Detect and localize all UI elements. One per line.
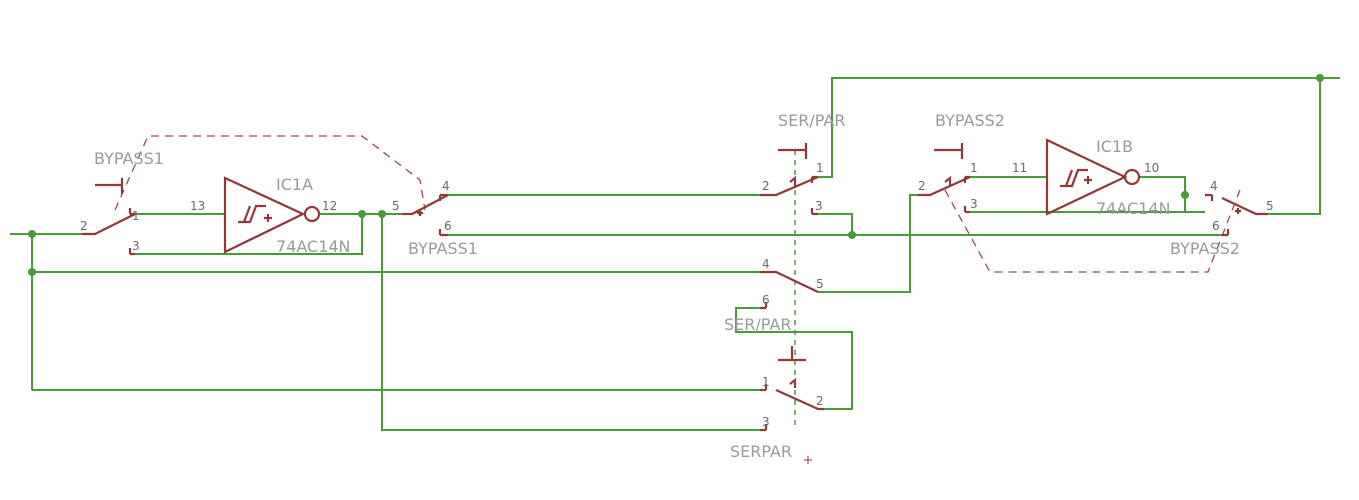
pin-label: 13 (190, 199, 205, 213)
serpar-bottom-label: SERPAR (730, 442, 792, 461)
wire-bp1-pin3-loop (135, 214, 363, 255)
pin-label: 11 (1012, 161, 1027, 175)
pin-label: 3 (815, 199, 823, 213)
bypass1-switch-a (82, 178, 136, 256)
pin-label: 2 (816, 394, 824, 408)
wire-bp2-pin5-up (1268, 78, 1321, 215)
pin-label: 1 (816, 161, 824, 175)
serpar-top-label: SER/PAR (778, 111, 845, 130)
pin-label: 6 (762, 293, 770, 307)
pin-label: 3 (762, 415, 770, 429)
pin-label: 12 (322, 199, 337, 213)
wires (10, 77, 1340, 431)
pin-label: 2 (762, 179, 770, 193)
pin-label: 6 (444, 219, 452, 233)
pin-label: 3 (132, 239, 140, 253)
serpar-mid-label: SER/PAR (724, 315, 791, 334)
wire-ic1b-out (1140, 176, 1186, 212)
bypass2-switch-a (918, 143, 971, 214)
wire-serpar-pin3 (818, 213, 853, 235)
bypass1-bottom-label: BYPASS1 (408, 239, 478, 258)
junction-dot (848, 231, 856, 239)
bypass2-top-label: BYPASS2 (935, 111, 1005, 130)
wire-serpar-pin6-loop (735, 307, 853, 410)
junctions (28, 74, 1324, 276)
ic1a-part-label: 74AC14N (276, 237, 351, 256)
junction-dot (28, 230, 36, 238)
serpar-switch-middle (760, 270, 819, 310)
pin-label: 2 (918, 179, 926, 193)
serpar-switch-top (760, 143, 819, 216)
wire-serpar-pin5 (818, 194, 918, 293)
pin-label: 4 (1210, 179, 1218, 193)
pin-label: 1 (970, 161, 978, 175)
bypass2-bottom-label: BYPASS2 (1170, 239, 1240, 258)
bypass1-switch-b (402, 193, 449, 237)
ic1b-inverter-symbol (1045, 138, 1141, 216)
ic1a-label: IC1A (276, 175, 313, 194)
pin-label: 5 (816, 277, 824, 291)
ic1a-inverter-symbol (223, 176, 321, 254)
pin-label: 1 (762, 375, 770, 389)
bypass2-link (944, 189, 1241, 273)
pin-label: 3 (970, 197, 978, 211)
pin-label: 4 (762, 257, 770, 271)
wire-vertical-382 (381, 214, 760, 431)
pin-label: 2 (80, 219, 88, 233)
pin-label: 5 (1266, 199, 1274, 213)
junction-dot (28, 268, 36, 276)
pin-label: 4 (442, 179, 450, 193)
junction-dot (1181, 191, 1189, 199)
pin-label: 10 (1144, 161, 1159, 175)
bypass2-switch-b (1205, 193, 1268, 237)
junction-dot (378, 210, 386, 218)
serpar-switch-bottom (760, 346, 824, 432)
pin-label: 1 (132, 209, 140, 223)
ic1b-label: IC1B (1096, 137, 1133, 156)
wire-serpar-pin1-up (818, 77, 1340, 178)
ic1b-part-label: 74AC14N (1096, 199, 1171, 218)
pin-label: 6 (1212, 219, 1220, 233)
pin-label: 5 (392, 199, 400, 213)
serpar-origin-mark (804, 456, 812, 464)
bypass1-top-label: BYPASS1 (94, 149, 164, 168)
junction-dot (1316, 74, 1324, 82)
junction-dot (358, 210, 366, 218)
bypass1-link (114, 135, 426, 211)
